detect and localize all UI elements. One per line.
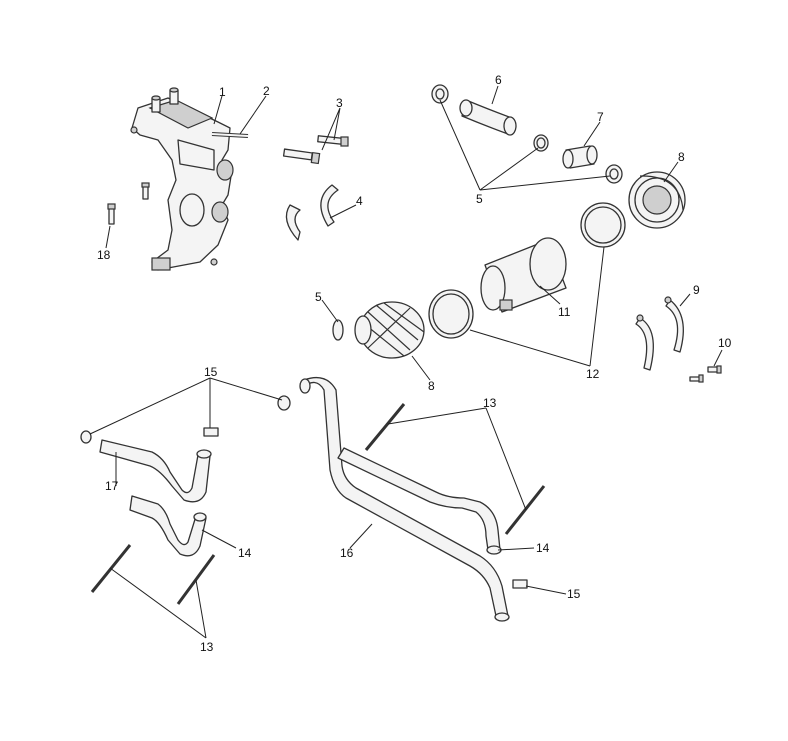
callout-4: 4 xyxy=(356,194,363,208)
callout-14-right: 14 xyxy=(536,541,550,555)
large-ring-part xyxy=(580,202,626,248)
air-filter-part xyxy=(354,301,425,359)
callout-13-right: 13 xyxy=(483,396,497,410)
large-ring-part xyxy=(428,289,474,339)
coolant-hose-part xyxy=(129,495,207,557)
screw-part xyxy=(689,365,722,383)
air-box-part xyxy=(480,237,567,313)
long-hose-part xyxy=(299,376,510,622)
callout-11: 11 xyxy=(558,305,571,319)
callout-17: 17 xyxy=(105,479,119,493)
callout-13-left: 13 xyxy=(200,640,214,654)
callout-8-top: 8 xyxy=(678,150,685,164)
rubber-ring-part xyxy=(605,164,623,184)
callout-labels: 1 2 3 4 5 6 7 8 9 10 11 12 5 8 15 13 17 … xyxy=(97,73,732,654)
leader-lines xyxy=(89,85,723,639)
bolt-part xyxy=(282,135,349,165)
coupler-part xyxy=(562,145,598,169)
mounting-strap-part xyxy=(635,296,684,371)
cable-tie-part xyxy=(90,403,546,605)
callout-14-left: 14 xyxy=(238,546,252,560)
callout-7: 7 xyxy=(597,110,604,124)
callout-10: 10 xyxy=(718,336,732,350)
callout-8-mid: 8 xyxy=(428,379,435,393)
callout-15-left: 15 xyxy=(204,365,218,379)
stud-part xyxy=(211,132,249,138)
half-clamp-part xyxy=(285,184,339,241)
coolant-hose-part xyxy=(99,439,212,503)
callout-3: 3 xyxy=(336,96,343,110)
intake-tube-part xyxy=(459,99,517,136)
bracket-housing-part xyxy=(130,87,234,271)
air-filter-part xyxy=(628,171,686,229)
callout-9: 9 xyxy=(693,283,700,297)
callout-12: 12 xyxy=(586,367,600,381)
callout-16: 16 xyxy=(340,546,354,560)
callout-5-top: 5 xyxy=(476,192,483,206)
callout-6: 6 xyxy=(495,73,502,87)
callout-5-mid: 5 xyxy=(315,290,322,304)
callout-18: 18 xyxy=(97,248,111,262)
rubber-ring-part xyxy=(431,84,449,104)
callout-15-right: 15 xyxy=(567,587,581,601)
rubber-ring-part xyxy=(533,134,549,152)
rubber-ring-part xyxy=(332,319,344,341)
small-bolt-part xyxy=(107,182,150,225)
callout-2: 2 xyxy=(263,84,270,98)
callout-1: 1 xyxy=(219,85,226,99)
